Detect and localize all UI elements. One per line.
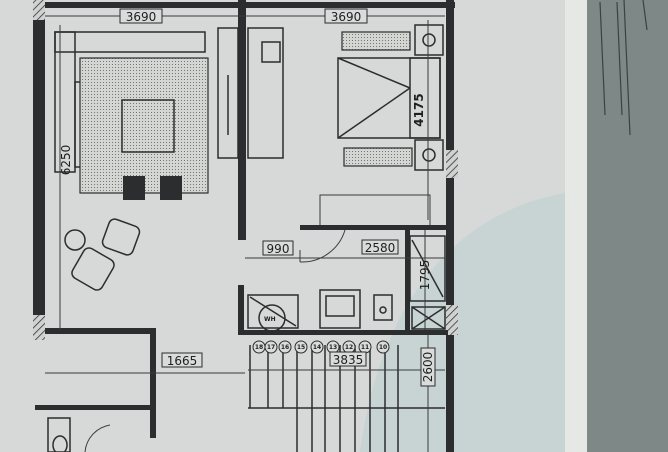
stair-step: 18 [252,340,266,354]
wardrobe [247,27,284,159]
svg-text:13: 13 [329,344,337,351]
dim-bath-width: 2580 [365,241,396,255]
shower [409,235,446,302]
svg-text:18: 18 [255,344,263,351]
dimension-labels: 3690 3690 6250 4175 990 2580 1795 1665 3… [59,8,436,387]
dim-bedroom-depth: 4175 [412,93,426,126]
stair-step-numbers: 18 17 16 15 14 13 12 11 10 [252,340,390,354]
page-edge [565,0,587,452]
dim-living-width: 3690 [126,10,157,24]
dim-door-width: 990 [267,242,290,256]
armchair [71,218,141,291]
water-heater: WH [247,294,299,332]
toilet [373,294,393,321]
dim-corridor-width: 1665 [167,354,198,368]
stair-step: 10 [376,340,390,354]
background-curve [360,190,590,452]
walls [33,0,458,452]
svg-text:16: 16 [281,344,289,351]
rug [79,57,209,194]
ottoman [123,176,145,200]
ottoman [160,176,182,200]
stair-step: 17 [264,340,278,354]
svg-text:14: 14 [313,344,321,351]
dim-living-depth: 6250 [59,145,73,176]
bedside-rug [341,31,411,51]
stair-step: 14 [310,340,324,354]
stair-step: 12 [342,340,356,354]
vanity-sink [319,289,361,329]
nightstand [414,139,444,171]
svg-text:10: 10 [379,344,387,351]
water-heater-label: WH [264,316,276,323]
dim-stair-depth: 2600 [421,352,435,383]
tv-unit [217,27,239,159]
stair-step: 13 [326,340,340,354]
coffee-table [121,99,175,153]
svg-text:15: 15 [297,344,305,351]
door-swing [299,229,346,263]
side-panel-text [599,0,648,136]
bed [337,57,441,139]
dimension-lines [45,15,445,452]
lower-bathroom [47,417,111,452]
svg-text:12: 12 [345,344,353,351]
dim-shower-depth: 1795 [418,260,432,291]
stair-step: 11 [358,340,372,354]
chair [261,41,281,63]
door-swing [319,194,431,225]
dim-stair-width: 3835 [333,353,364,367]
dim-bedroom-width: 3690 [331,10,362,24]
duct [411,306,446,330]
stair-step: 15 [294,340,308,354]
svg-text:17: 17 [267,344,275,351]
nightstand [414,24,444,56]
side-table [64,229,86,251]
svg-text:11: 11 [361,344,369,351]
bedside-rug [343,147,413,167]
stair-step: 16 [278,340,292,354]
